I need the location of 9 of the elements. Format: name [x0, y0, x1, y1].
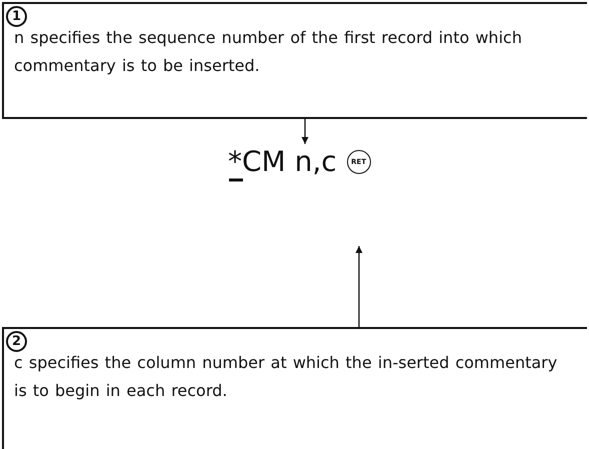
arrow	[302, 119, 308, 144]
callout-number: 1	[6, 6, 27, 27]
note-box	[2, 2, 587, 119]
description-text: n specifies the sequence number of the first record into which commentary is to be inserted.	[14, 27, 523, 77]
callout-number: 2	[6, 331, 27, 352]
command-text: *CM n,c	[228, 144, 337, 180]
arrow	[356, 246, 362, 327]
note-box	[2, 327, 587, 449]
description-text: c specifies the column number at which the in-serted commentary is to begin in each record.	[14, 352, 558, 402]
